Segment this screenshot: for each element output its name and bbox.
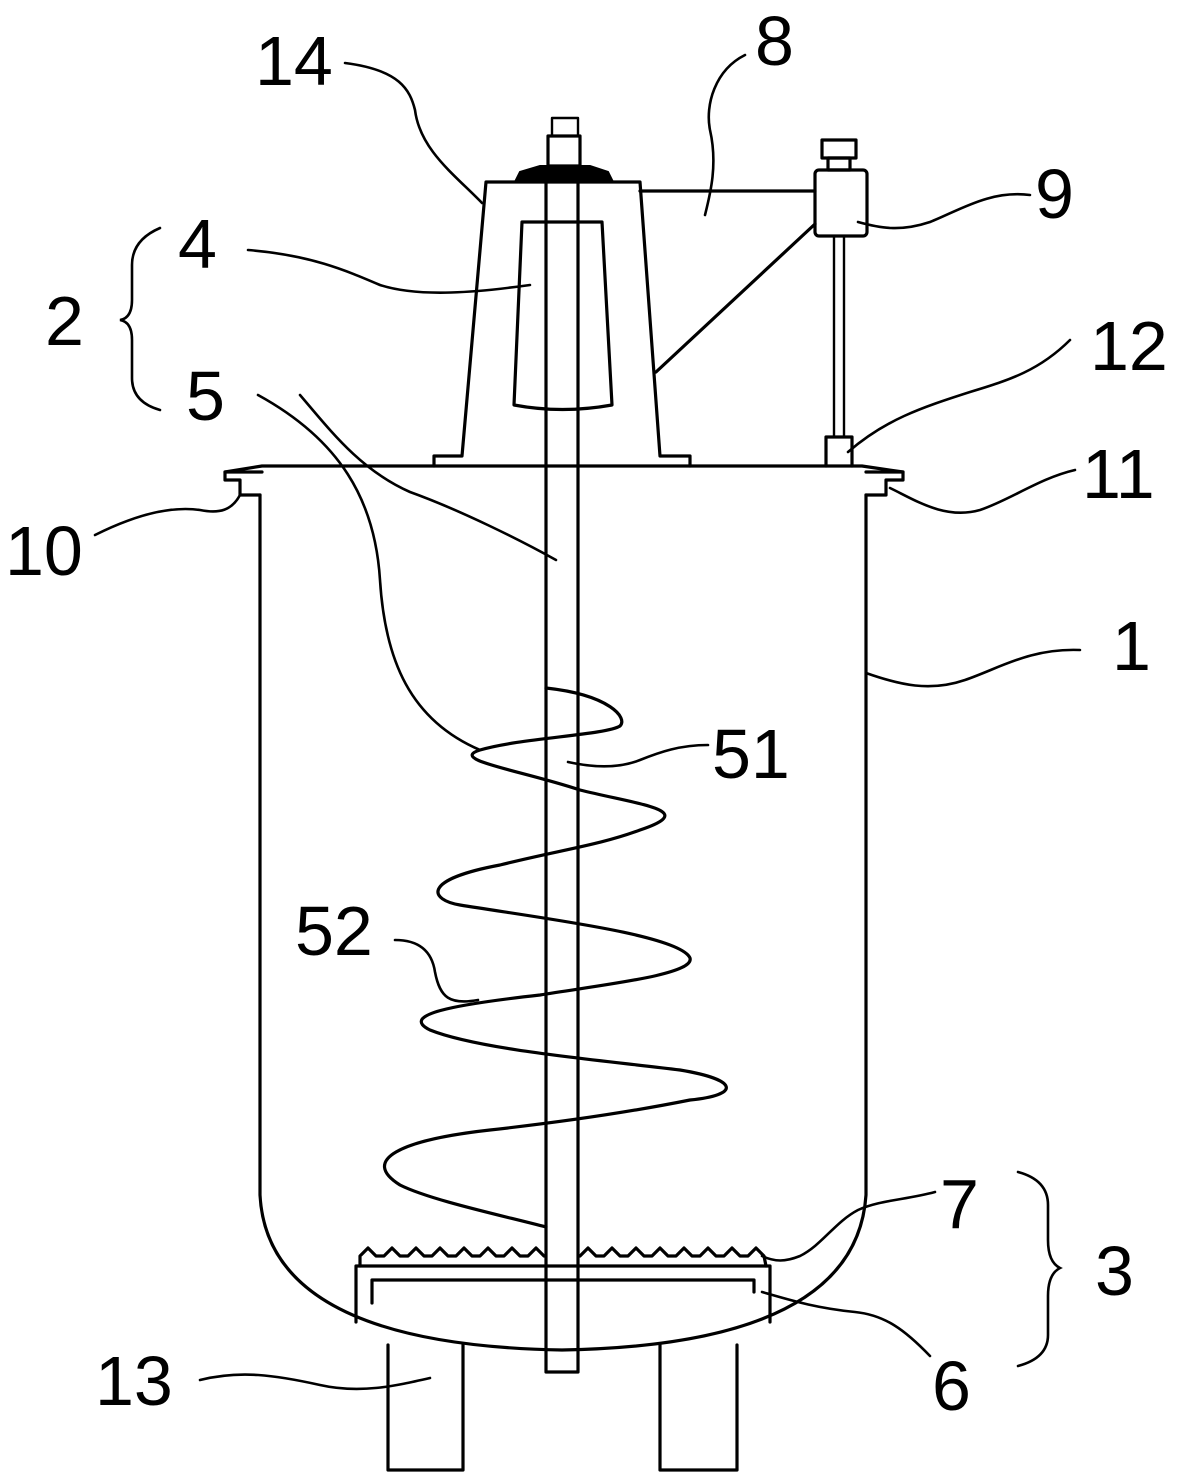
shaft-coupling [546, 134, 582, 168]
leader-1 [864, 648, 1082, 688]
label-52: 52 [295, 892, 373, 970]
bracket [638, 189, 817, 374]
label-14: 14 [255, 22, 333, 100]
label-7: 7 [940, 1165, 979, 1243]
label-5: 5 [186, 357, 225, 435]
label-2: 2 [45, 282, 84, 360]
housing-top-cap [513, 165, 615, 183]
label-51: 51 [712, 715, 790, 793]
sensor-body [813, 168, 869, 238]
support-leg-right [658, 1343, 739, 1472]
scraper-plate-inner [370, 1278, 756, 1305]
leader-51 [566, 743, 710, 768]
leader-10 [93, 493, 242, 537]
flange-left [223, 470, 264, 497]
label-1: 1 [1112, 607, 1151, 685]
leader-12 [846, 338, 1072, 454]
label-4: 4 [178, 205, 217, 283]
leader-52 [393, 938, 480, 1003]
scraper-teeth [358, 1246, 768, 1268]
leader-5-to-shaft-ribbon [256, 393, 482, 752]
sensor-neck [826, 156, 852, 172]
tank-lid [223, 464, 905, 474]
leader-4 [246, 248, 532, 294]
leader-14 [343, 61, 484, 205]
leader-13 [198, 1373, 432, 1391]
label-8: 8 [755, 2, 794, 80]
brace-group-3 [1016, 1170, 1063, 1368]
leader-8 [703, 53, 747, 217]
support-leg-left [386, 1343, 465, 1472]
motor-housing [432, 180, 692, 468]
label-9: 9 [1035, 155, 1074, 233]
support-legs [386, 1343, 739, 1472]
sensor-assembly [813, 138, 869, 468]
leader-9 [856, 192, 1032, 230]
sensor-cap [820, 138, 858, 160]
shaft-top-stub [550, 116, 580, 138]
label-3: 3 [1095, 1232, 1134, 1310]
leader-11 [888, 468, 1077, 515]
scraper-base-plate [354, 1264, 772, 1324]
callout-labels: 1 2 3 4 5 51 52 6 7 8 9 10 11 12 13 14 [5, 2, 1168, 1425]
label-13: 13 [95, 1342, 173, 1420]
stirring-shaft [544, 180, 580, 1374]
leader-5-to-shaft [298, 393, 558, 562]
leader-lines [93, 53, 1082, 1391]
label-6: 6 [932, 1347, 971, 1425]
label-11: 11 [1082, 435, 1155, 513]
label-10: 10 [5, 512, 83, 590]
brace-group-2 [119, 226, 162, 412]
leader-7 [760, 1190, 937, 1262]
helical-ribbon [383, 686, 728, 1229]
sensor-mount [824, 435, 854, 468]
sensor-rod [832, 234, 846, 439]
label-12: 12 [1090, 307, 1168, 385]
motor [512, 220, 614, 412]
leader-6 [760, 1290, 932, 1358]
tank-body [258, 493, 868, 1352]
